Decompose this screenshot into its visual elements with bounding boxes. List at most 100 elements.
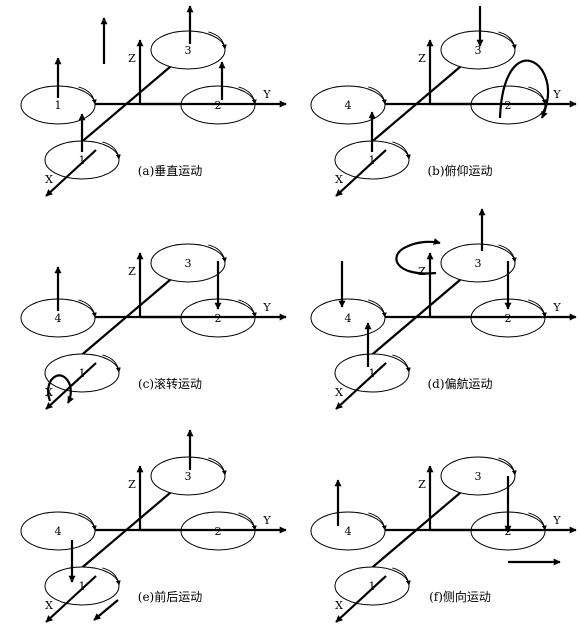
rotor-left-spin-icon [368, 512, 387, 531]
x-axis-label: X [335, 386, 343, 399]
rotor-top-label: 3 [185, 470, 192, 483]
x-axis [45, 575, 97, 623]
rotor-top-disc [440, 30, 516, 70]
panel-caption: (c)滚转运动 [138, 376, 202, 391]
rotor-bottom-label: 1 [369, 367, 376, 380]
rotor-left-label: 4 [345, 99, 352, 112]
x-axis-label: X [45, 173, 53, 186]
y-axis-label: Y [262, 301, 271, 314]
rotor-bottom-spin-icon [392, 354, 411, 373]
rotor-right-label: 2 [215, 99, 222, 112]
rotor-right-spin-icon [528, 512, 547, 531]
rotor-right-label: 2 [505, 312, 512, 325]
rotor-top: 3 [440, 30, 517, 70]
rotor-bottom-disc [44, 566, 120, 606]
z-axis-label: Z [418, 52, 426, 65]
rotor-bottom: 1 [44, 353, 121, 393]
panel-a: 1 2 3 1 Z Y X (a)垂直运动 [20, 5, 287, 197]
rotor-left-disc [310, 511, 386, 551]
rotor-top: 3 [150, 456, 227, 496]
rotor-left-label: 4 [55, 525, 62, 538]
rotor-right-spin-icon [238, 86, 257, 105]
rotor-bottom-spin-icon [392, 567, 411, 586]
rotor-left-spin-icon [368, 86, 387, 105]
rotor-top-disc [150, 456, 226, 496]
y-axis-label: Y [552, 88, 561, 101]
z-axis-label: Z [418, 265, 426, 278]
rotor-right-label: 2 [505, 99, 512, 112]
rotor-left: 4 [20, 511, 97, 551]
rotor-bottom-spin-icon [102, 354, 121, 373]
rotor-bottom-spin-icon [102, 567, 121, 586]
rotor-top-label: 3 [185, 44, 192, 57]
rotor-top-spin-icon [498, 31, 517, 50]
rotor-top-spin-icon [498, 457, 517, 476]
rotor-left-label: 4 [345, 312, 352, 325]
panel-caption: (e)前后运动 [138, 589, 202, 604]
x-axis-label: X [335, 599, 343, 612]
rotor-top: 3 [440, 243, 517, 283]
rotor-right-label: 2 [215, 525, 222, 538]
rotor-top-spin-icon [498, 244, 517, 263]
rotor-top: 3 [150, 30, 227, 70]
rotor-top: 3 [440, 456, 517, 496]
rotor-left-label: 4 [345, 525, 352, 538]
rotor-left-spin-icon [78, 86, 97, 105]
rotor-bottom-label: 1 [369, 154, 376, 167]
rotor-bottom: 1 [44, 140, 121, 180]
rotor-bottom-disc [334, 353, 410, 393]
rotor-left-spin-icon [78, 299, 97, 318]
roll-curl-arrow [47, 374, 74, 404]
panel-caption: (f)侧向运动 [429, 589, 491, 604]
x-axis-label: X [335, 173, 343, 186]
rotor-left: 4 [310, 85, 387, 125]
rotor-bottom-disc [334, 566, 410, 606]
rotor-left-label: 4 [55, 312, 62, 325]
rotor-top-label: 3 [475, 257, 482, 270]
rotor-bottom-label: 1 [369, 580, 376, 593]
rotor-bottom-spin-icon [392, 141, 411, 160]
rotor-right-spin-icon [238, 512, 257, 531]
x-axis [335, 149, 387, 197]
rotor-right-spin-icon [528, 299, 547, 318]
panel-caption: (a)垂直运动 [138, 164, 203, 178]
rotor-top-label: 3 [475, 470, 482, 483]
x-axis [335, 362, 387, 410]
rotor-bottom: 1 [334, 566, 411, 606]
rotor-top-label: 3 [185, 257, 192, 270]
rotor-top-spin-icon [208, 244, 227, 263]
rotor-bottom: 1 [44, 566, 121, 606]
rotor-bottom-label: 1 [79, 367, 86, 380]
rotor-bottom: 1 [334, 353, 411, 393]
yaw-rotation-arrow [395, 238, 441, 275]
z-axis-label: Z [128, 52, 136, 65]
x-axis [45, 149, 97, 197]
rotor-top-disc [440, 243, 516, 283]
rotor-left-label: 1 [55, 99, 62, 112]
rotor-top-disc [150, 30, 226, 70]
z-axis-label: Z [128, 265, 136, 278]
x-axis-label: X [45, 599, 53, 612]
rotor-left-disc [310, 85, 386, 125]
z-axis-label: Z [418, 478, 426, 491]
rotor-left-spin-icon [368, 299, 387, 318]
rotor-right-label: 2 [215, 312, 222, 325]
panel-caption: (d)偏航运动 [427, 376, 492, 391]
rotor-right-spin-icon [238, 299, 257, 318]
y-axis-label: Y [552, 514, 561, 527]
rotor-top-spin-icon [208, 457, 227, 476]
rotor-left-spin-icon [78, 512, 97, 531]
rotor-top-spin-icon [208, 31, 227, 50]
rotor-top-label: 3 [475, 44, 482, 57]
rotor-left: 4 [310, 511, 387, 551]
rotor-bottom: 1 [334, 140, 411, 180]
rotor-top-disc [440, 456, 516, 496]
rotor-bottom-label: 1 [79, 580, 86, 593]
y-axis-label: Y [262, 88, 271, 101]
